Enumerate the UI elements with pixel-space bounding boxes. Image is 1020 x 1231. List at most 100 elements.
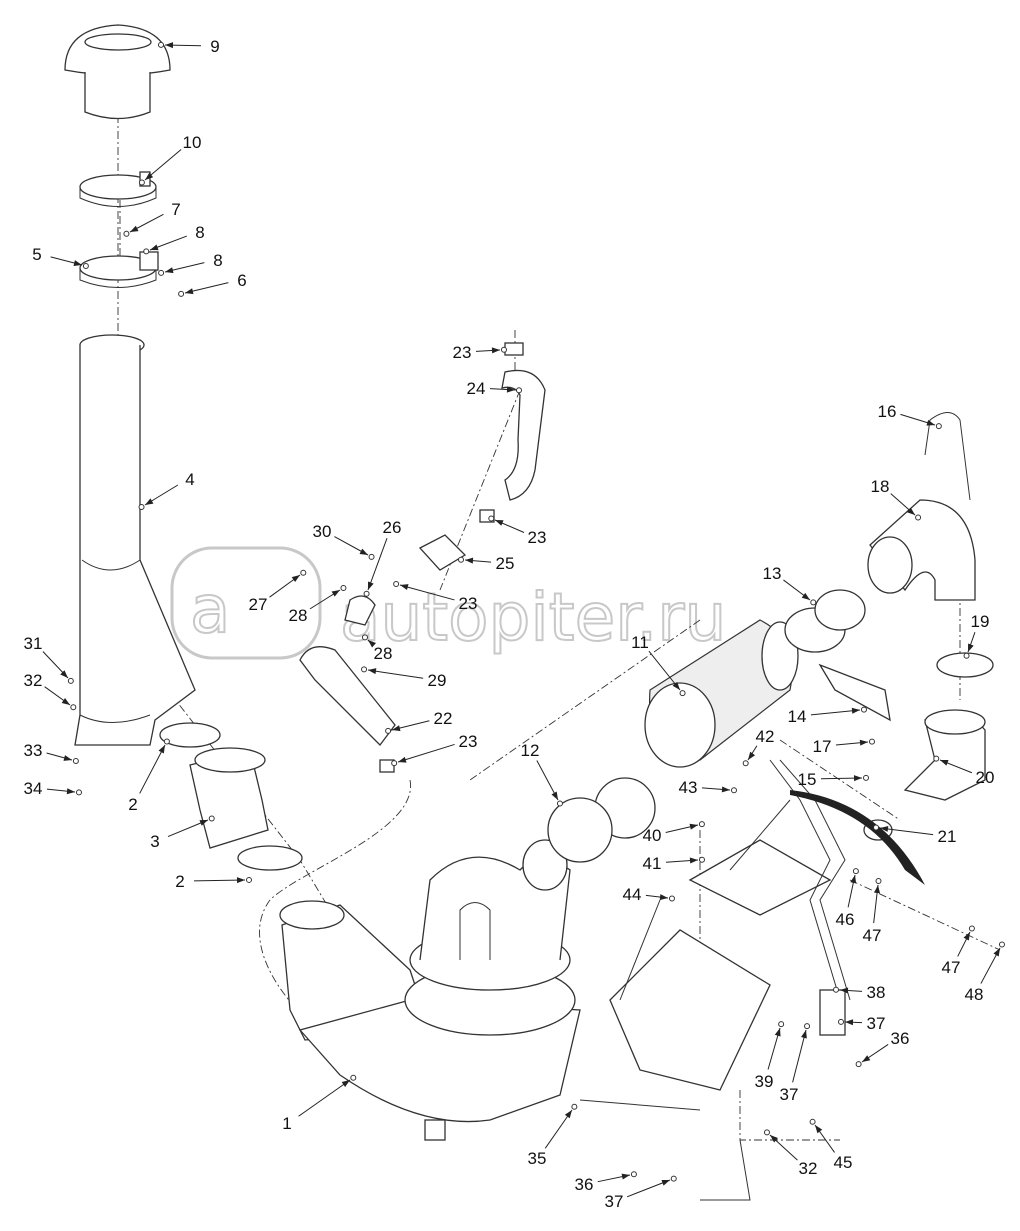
callout-label-1: 1 [282, 1114, 291, 1133]
callout-label-36: 36 [575, 1175, 594, 1194]
callout-label-35: 35 [528, 1149, 547, 1168]
callout-label-15: 15 [798, 770, 817, 789]
fastener-8 [158, 269, 165, 276]
callout-arrow-8 [150, 244, 159, 251]
callout-label-23: 23 [459, 732, 478, 751]
fastener-28 [361, 634, 368, 641]
fastener-24 [515, 387, 522, 394]
fastener-37 [804, 1023, 811, 1030]
fastener-37 [670, 1175, 677, 1182]
callout-leaders [42, 42, 1001, 1198]
part-11-bellows [644, 619, 799, 768]
callout-arrow-3 [199, 820, 208, 826]
fastener-14 [860, 706, 867, 713]
part-10-clamp [79, 171, 157, 207]
callout-label-5: 5 [32, 245, 41, 264]
callout-arrow-36 [862, 1055, 871, 1062]
fastener-17 [868, 738, 875, 745]
callout-label-13: 13 [763, 564, 782, 583]
callout-leader-2 [139, 744, 166, 794]
fastener-11 [679, 690, 686, 697]
callout-label-8: 8 [195, 223, 204, 242]
callout-label-37: 37 [605, 1192, 624, 1211]
fastener-23 [500, 346, 507, 353]
fastener-36 [855, 1061, 862, 1068]
callout-arrow-35 [564, 1110, 572, 1119]
callout-arrow-47 [874, 885, 881, 894]
fastener-47 [968, 925, 975, 932]
callout-leader-11 [648, 650, 681, 691]
callout-label-2: 2 [175, 872, 184, 891]
callout-label-45: 45 [834, 1153, 853, 1172]
callout-arrow-37 [801, 1030, 807, 1039]
callout-label-37: 37 [780, 1085, 799, 1104]
callout-label-21: 21 [938, 827, 957, 846]
callout-arrow-37 [661, 1180, 670, 1186]
callout-arrow-34 [66, 788, 75, 795]
callout-arrow-10 [145, 172, 154, 180]
callout-label-46: 46 [836, 910, 855, 929]
callout-label-7: 7 [171, 200, 180, 219]
callout-leader-14 [810, 709, 861, 716]
callout-arrow-32 [770, 1135, 779, 1143]
part-4-intake-pipe [74, 334, 196, 746]
callout-arrow-29 [368, 668, 377, 675]
fastener-46 [852, 868, 859, 875]
callout-arrow-32 [61, 698, 70, 705]
fastener-3 [208, 815, 215, 822]
callout-arrow-39 [774, 1028, 781, 1037]
callout-label-19: 19 [971, 612, 990, 631]
callout-label-27: 27 [249, 595, 268, 614]
fastener-34 [75, 789, 82, 796]
part-5-clamp [79, 251, 159, 288]
callout-label-16: 16 [878, 402, 897, 421]
callout-arrow-33 [63, 755, 72, 761]
callout-label-18: 18 [871, 477, 890, 496]
fastener-32 [763, 1129, 770, 1136]
fastener-43 [730, 787, 737, 794]
callout-arrow-38 [840, 987, 849, 994]
fastener-23 [393, 580, 400, 587]
callout-label-42: 42 [756, 727, 775, 746]
fastener-41 [698, 856, 705, 863]
part-9-rain-cap [64, 24, 171, 120]
callout-label-32: 32 [24, 671, 43, 690]
fastener-35 [571, 1103, 578, 1110]
hardware-fasteners [67, 41, 1005, 1182]
callout-arrow-11 [672, 681, 680, 690]
part-12-13-clamps [547, 589, 866, 863]
callout-arrow-8 [165, 267, 174, 274]
callout-label-23: 23 [528, 528, 547, 547]
callout-arrow-6 [185, 288, 194, 295]
callout-label-47: 47 [863, 926, 882, 945]
callout-label-43: 43 [679, 778, 698, 797]
callout-label-37: 37 [867, 1014, 886, 1033]
fastener-44 [668, 895, 675, 902]
callout-label-12: 12 [521, 741, 540, 760]
part-2-3-hoses [159, 722, 303, 871]
callout-arrow-42 [748, 751, 756, 760]
fastener-2 [163, 738, 170, 745]
callout-arrow-37 [845, 1019, 854, 1026]
callout-arrow-9 [165, 42, 174, 49]
fastener-10 [138, 179, 145, 186]
callout-label-32: 32 [799, 1159, 818, 1178]
callout-arrow-2 [236, 877, 245, 884]
callout-leader-23 [399, 584, 455, 601]
callout-label-31: 31 [24, 634, 43, 653]
fastener-22 [385, 727, 392, 734]
callout-arrow-12 [551, 791, 558, 800]
fastener-29 [361, 666, 368, 673]
callout-label-33: 33 [24, 741, 43, 760]
callout-arrow-14 [851, 707, 860, 714]
fastener-19 [963, 652, 970, 659]
callout-label-28: 28 [374, 644, 393, 663]
fastener-6 [178, 290, 185, 297]
callout-leader-1 [298, 1079, 351, 1117]
callout-arrow-36 [621, 1173, 630, 1180]
callout-label-47: 47 [942, 958, 961, 977]
callout-arrow-23 [398, 756, 407, 763]
part-1-air-cleaner [279, 839, 581, 1141]
